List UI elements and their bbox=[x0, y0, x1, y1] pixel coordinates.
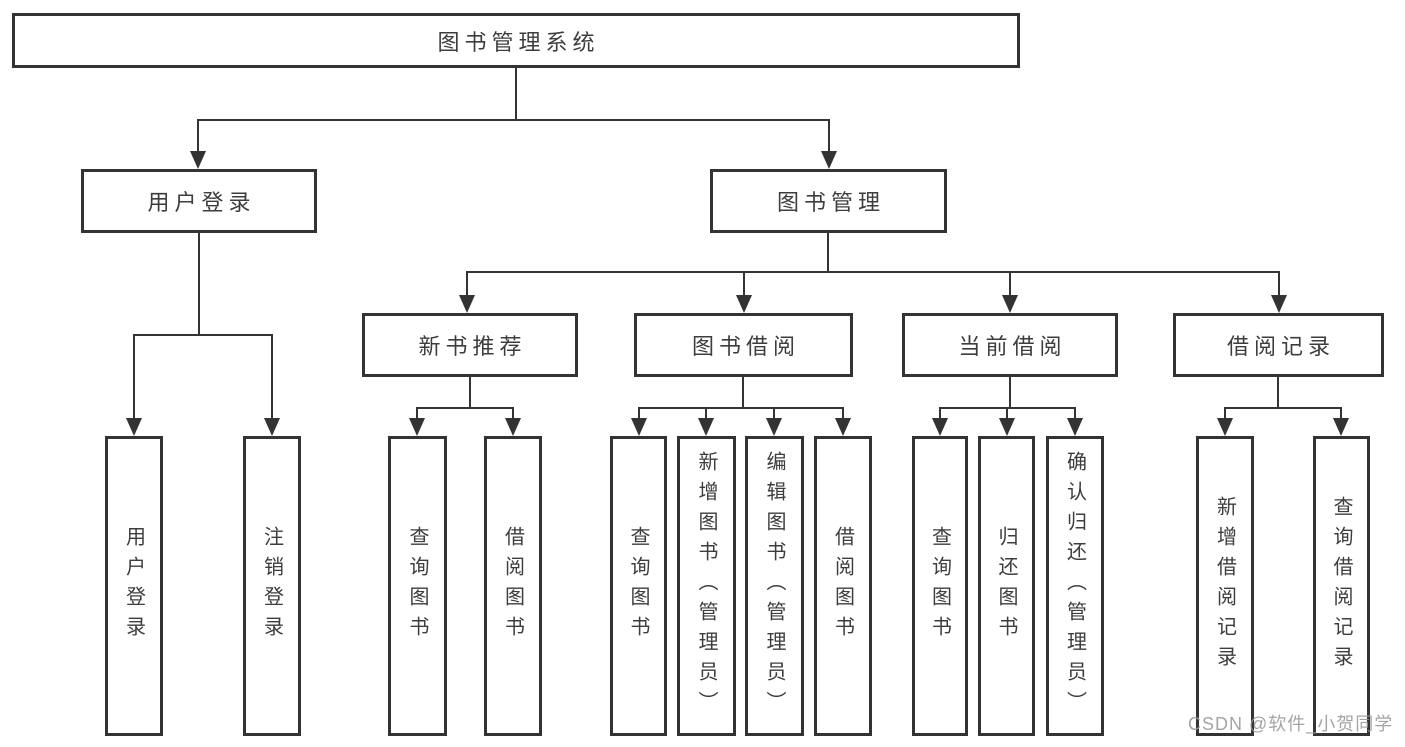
connector-line bbox=[515, 68, 517, 120]
node-label: 编辑图书（管理员） bbox=[763, 451, 785, 721]
node-label: 查询图书 bbox=[406, 526, 428, 646]
node-label: 借阅图书 bbox=[831, 526, 854, 646]
arrow-down-icon bbox=[264, 418, 280, 436]
arrow-down-icon bbox=[835, 418, 851, 436]
node-book-borrowing: 图书借阅 bbox=[634, 313, 853, 377]
node-label: 查询借阅记录 bbox=[1330, 496, 1352, 676]
node-label: 查询图书 bbox=[928, 526, 951, 646]
connector-line bbox=[1009, 377, 1011, 408]
connector-line bbox=[416, 407, 418, 422]
node-label: 注销登录 bbox=[260, 526, 283, 646]
arrow-down-icon bbox=[631, 418, 647, 436]
connector-line bbox=[466, 271, 468, 299]
arrow-down-icon bbox=[126, 418, 142, 436]
node-label: 借阅记录 bbox=[1226, 334, 1335, 359]
node-borrowing-records: 借阅记录 bbox=[1173, 313, 1384, 377]
connector-line bbox=[1009, 271, 1011, 299]
arrow-down-icon bbox=[766, 418, 782, 436]
arrow-down-icon bbox=[736, 295, 752, 313]
node-label: 新增借阅记录 bbox=[1213, 496, 1236, 676]
arrow-down-icon bbox=[1271, 295, 1287, 313]
connector-line bbox=[133, 334, 135, 422]
leaf-confirm-return-admin: 确认归还（管理员） bbox=[1046, 436, 1104, 736]
node-label: 查询图书 bbox=[627, 526, 649, 646]
connector-line bbox=[827, 233, 829, 272]
arrow-down-icon bbox=[1217, 418, 1233, 436]
connector-line bbox=[512, 407, 514, 422]
csdn-watermark: CSDN @软件_小贺同学 bbox=[1188, 714, 1394, 734]
leaf-return-books: 归还图书 bbox=[978, 436, 1035, 736]
node-label: 确认归还（管理员） bbox=[1063, 451, 1086, 721]
leaf-query-books-current: 查询图书 bbox=[912, 436, 968, 736]
node-label: 新书推荐 bbox=[418, 334, 527, 359]
connector-line bbox=[1224, 407, 1226, 422]
node-label: 用户登录 bbox=[147, 190, 256, 215]
leaf-logout: 注销登录 bbox=[243, 436, 301, 736]
leaf-borrow-books: 借阅图书 bbox=[814, 436, 872, 736]
connector-line bbox=[742, 377, 744, 408]
connector-line bbox=[1074, 407, 1076, 422]
connector-line bbox=[1224, 407, 1342, 409]
arrow-down-icon bbox=[698, 418, 714, 436]
arrow-down-icon bbox=[459, 295, 475, 313]
node-label: 新增图书（管理员） bbox=[695, 451, 717, 721]
node-label: 图书管理 bbox=[776, 190, 885, 215]
connector-line bbox=[1277, 377, 1279, 408]
connector-line bbox=[638, 407, 640, 422]
node-label: 借阅图书 bbox=[501, 526, 524, 646]
node-book-management: 图书管理 bbox=[710, 169, 947, 233]
connector-line bbox=[466, 271, 1280, 273]
leaf-query-books-recommend: 查询图书 bbox=[388, 436, 447, 736]
connector-line bbox=[743, 271, 745, 299]
connector-line bbox=[705, 407, 707, 422]
leaf-query-books-borrowing: 查询图书 bbox=[610, 436, 667, 736]
arrow-down-icon bbox=[1067, 418, 1083, 436]
connector-line bbox=[197, 119, 830, 121]
node-current-borrowing: 当前借阅 bbox=[902, 313, 1118, 377]
leaf-query-borrow-record: 查询借阅记录 bbox=[1313, 436, 1370, 736]
connector-line bbox=[638, 407, 844, 409]
leaf-edit-books-admin: 编辑图书（管理员） bbox=[745, 436, 804, 736]
node-label: 用户登录 bbox=[122, 526, 145, 646]
connector-line bbox=[197, 119, 199, 155]
leaf-user-login: 用户登录 bbox=[105, 436, 163, 736]
node-label: 归还图书 bbox=[995, 526, 1017, 646]
connector-line bbox=[1006, 407, 1008, 422]
connector-line bbox=[773, 407, 775, 422]
arrow-down-icon bbox=[821, 151, 837, 169]
arrow-down-icon bbox=[1002, 295, 1018, 313]
connector-line bbox=[1340, 407, 1342, 422]
connector-line bbox=[271, 334, 273, 422]
arrow-down-icon bbox=[932, 418, 948, 436]
leaf-add-borrow-record: 新增借阅记录 bbox=[1196, 436, 1254, 736]
connector-line bbox=[1278, 271, 1280, 299]
connector-line bbox=[828, 119, 830, 155]
arrow-down-icon bbox=[190, 151, 206, 169]
leaf-borrow-books-recommend: 借阅图书 bbox=[484, 436, 542, 736]
connector-line bbox=[842, 407, 844, 422]
leaf-add-books-admin: 新增图书（管理员） bbox=[677, 436, 736, 736]
arrow-down-icon bbox=[409, 418, 425, 436]
node-label: 当前借阅 bbox=[958, 334, 1067, 359]
connector-line bbox=[939, 407, 941, 422]
node-library-management-system: 图书管理系统 bbox=[12, 13, 1020, 68]
connector-line bbox=[469, 377, 471, 408]
node-label: 图书管理系统 bbox=[437, 29, 600, 55]
arrow-down-icon bbox=[1333, 418, 1349, 436]
node-user-login: 用户登录 bbox=[81, 169, 317, 233]
node-new-book-recommend: 新书推荐 bbox=[362, 313, 578, 377]
arrow-down-icon bbox=[505, 418, 521, 436]
connector-line bbox=[133, 334, 273, 336]
node-label: 图书借阅 bbox=[691, 334, 800, 359]
arrow-down-icon bbox=[999, 418, 1015, 436]
connector-line bbox=[416, 407, 514, 409]
connector-line bbox=[198, 233, 200, 335]
